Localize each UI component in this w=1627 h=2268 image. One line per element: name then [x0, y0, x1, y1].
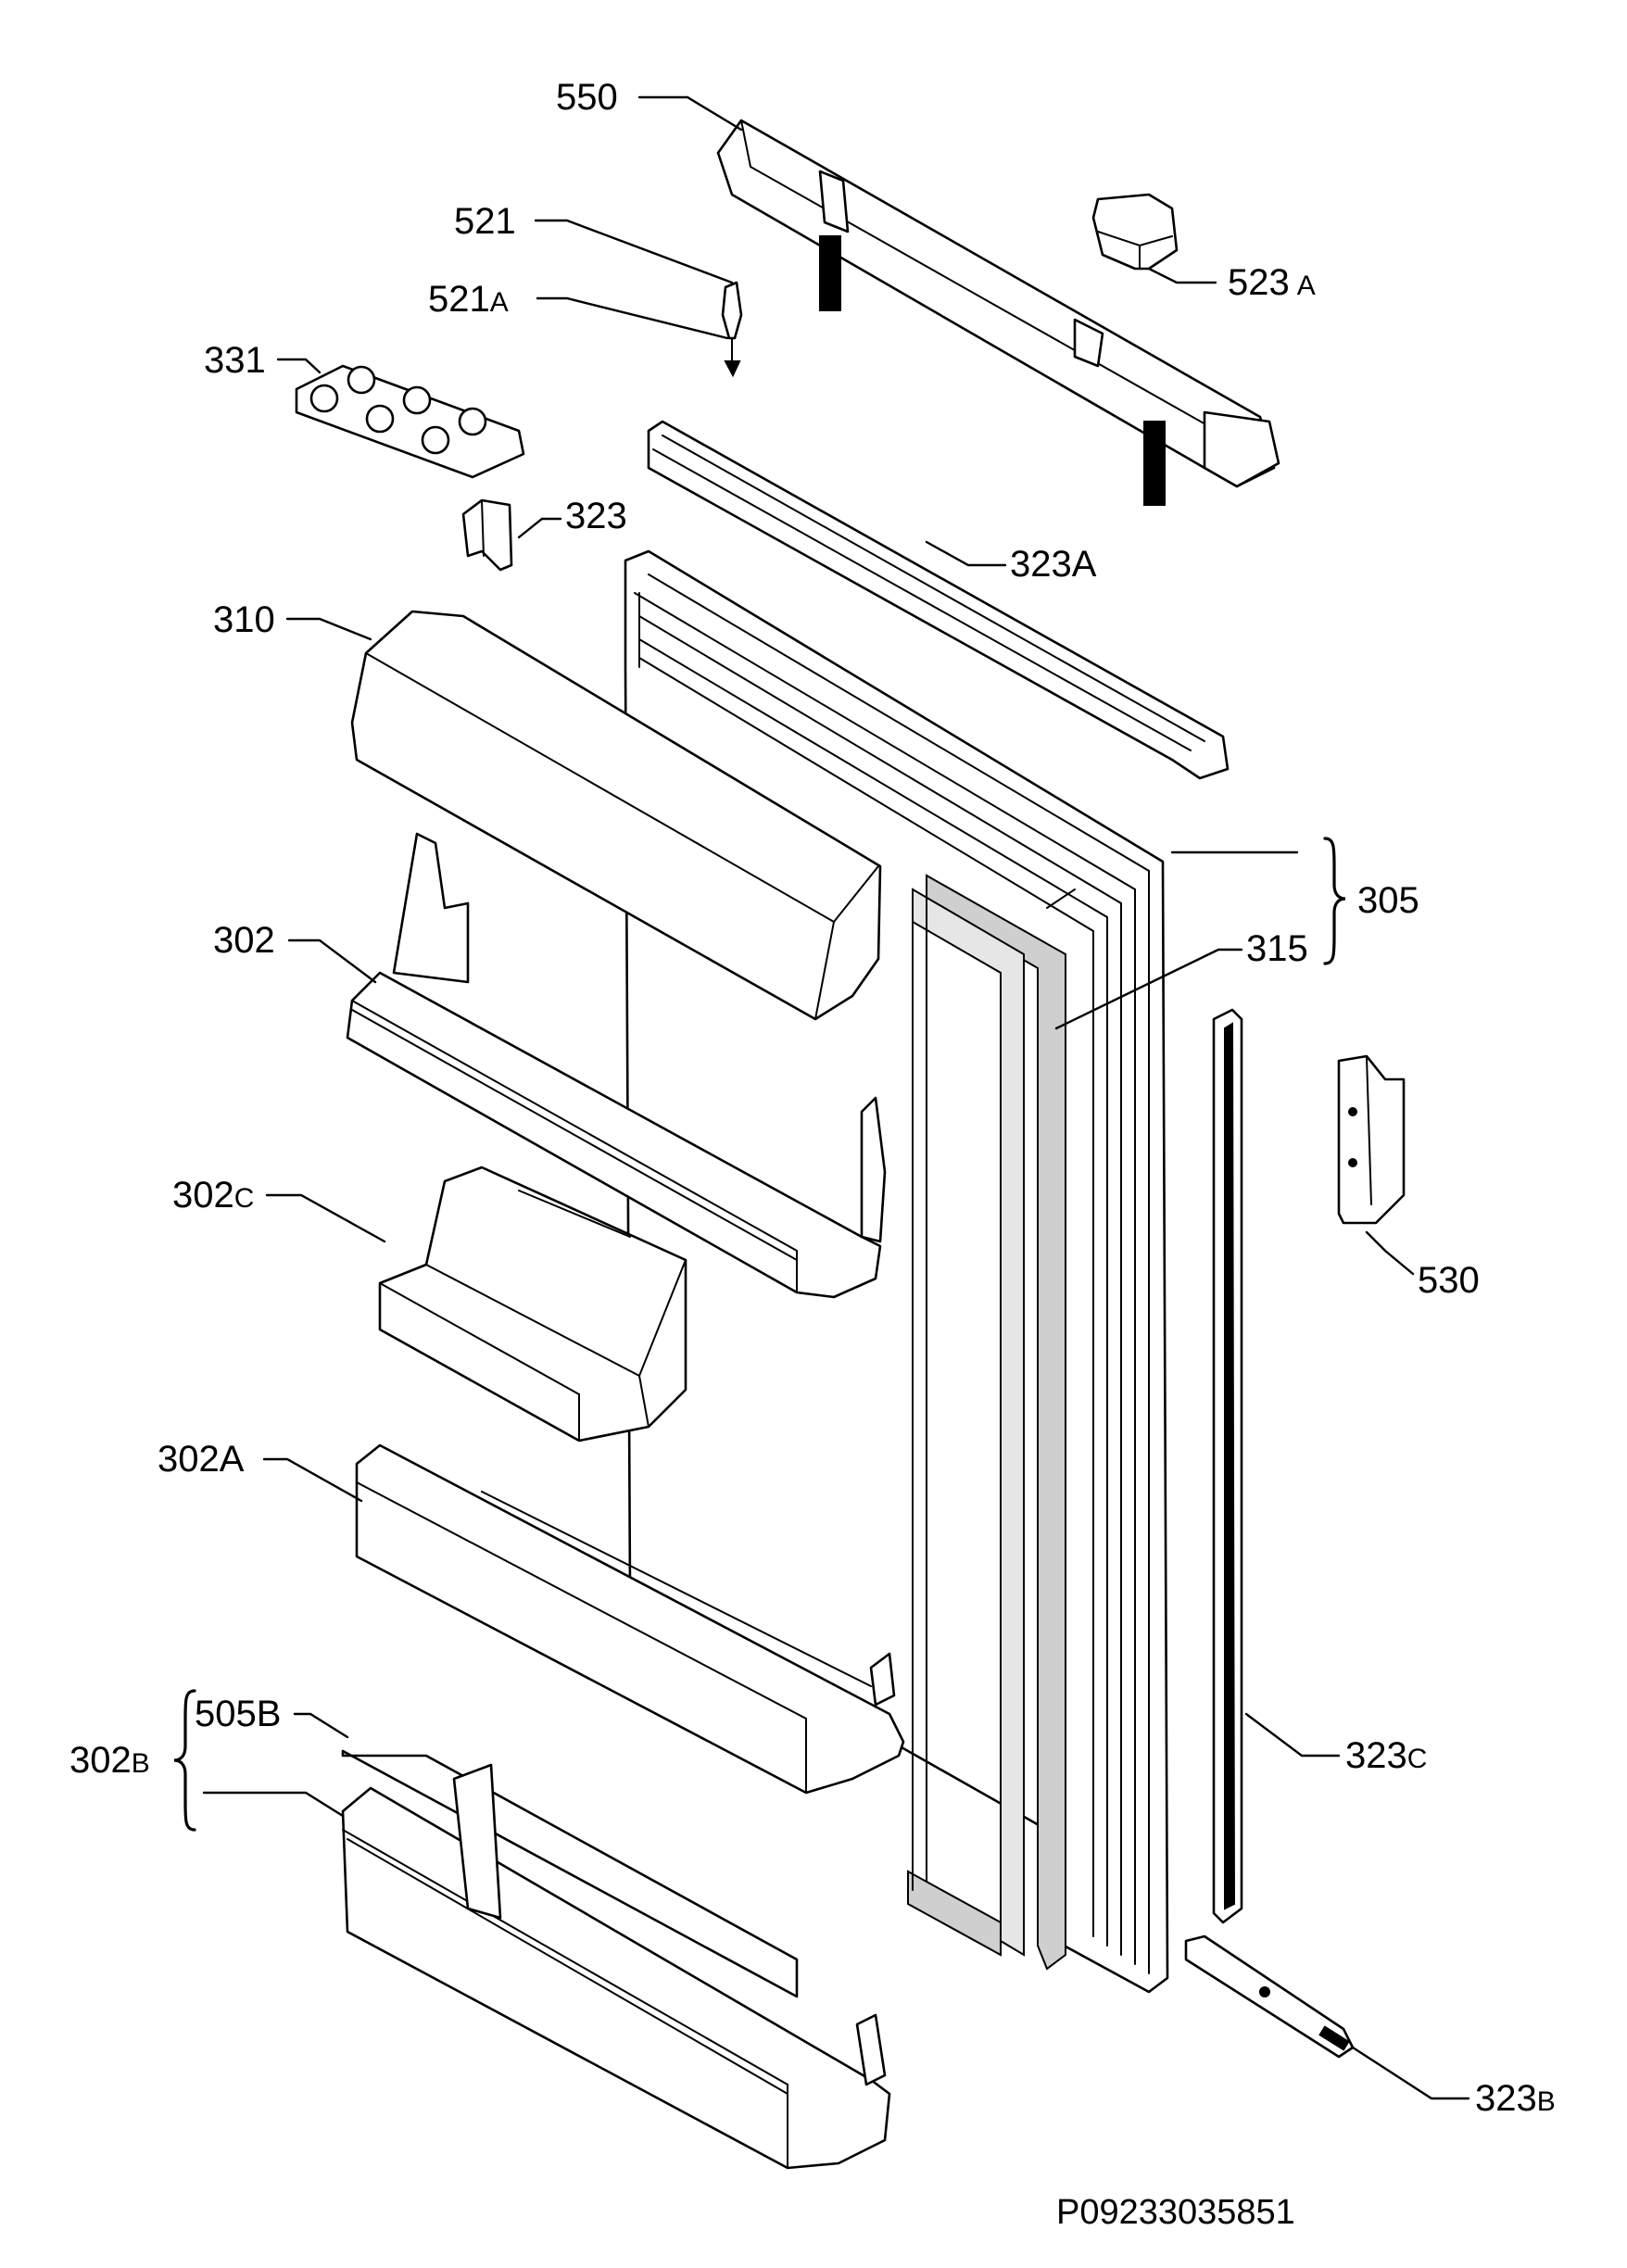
label-521a-number: 521: [428, 279, 490, 320]
part-302b-door-shelf: [341, 1786, 891, 2170]
label-302c: 302C: [172, 1175, 254, 1216]
part-315-door-gasket: [907, 874, 1076, 1971]
part-310-lid: [350, 610, 882, 1021]
part-323c-vertical-strip: [1212, 1008, 1243, 1924]
label-505b: 505B: [195, 1694, 281, 1734]
label-323b-number: 323: [1475, 2078, 1537, 2119]
label-302a-suffix: A: [220, 1439, 245, 1480]
label-323a-number: 323: [1010, 544, 1072, 585]
label-550: 550: [556, 77, 618, 118]
part-323b-bottom-rail: [1184, 1934, 1355, 2059]
label-323a-suffix: A: [1072, 544, 1097, 585]
label-310: 310: [213, 599, 275, 640]
label-530: 530: [1418, 1260, 1480, 1301]
label-302c-suffix: C: [234, 1183, 255, 1214]
part-521-pin: [721, 281, 743, 378]
label-523a-suffix: A: [1297, 271, 1316, 301]
part-323a-top-rail: [647, 420, 1230, 780]
label-323c-suffix: C: [1407, 1744, 1428, 1774]
label-302a-number: 302: [158, 1439, 220, 1480]
label-302: 302: [213, 920, 275, 961]
part-305-door-frame: [624, 549, 1169, 1994]
label-315: 315: [1246, 928, 1308, 969]
label-505b-number: 505: [195, 1694, 257, 1734]
label-505b-suffix: B: [257, 1694, 282, 1734]
label-323c: 323C: [1345, 1735, 1427, 1776]
drawing-code: P09233035851: [1056, 2193, 1295, 2232]
label-523a-number: 523: [1228, 262, 1290, 303]
part-302c-small-bin: [378, 1166, 687, 1443]
part-331-egg-tray: [295, 364, 525, 479]
part-323-bracket: [461, 498, 513, 572]
brace-302b: [173, 1689, 196, 1832]
label-302b-suffix: B: [132, 1748, 150, 1779]
label-302c-number: 302: [172, 1175, 234, 1216]
label-302a: 302A: [158, 1439, 245, 1480]
part-523a-clip: [1091, 193, 1179, 271]
brace-305: [1323, 837, 1346, 965]
label-323b-suffix: B: [1537, 2086, 1556, 2117]
label-323c-number: 323: [1345, 1735, 1407, 1776]
label-323b: 323B: [1475, 2078, 1556, 2119]
label-331: 331: [204, 340, 266, 381]
label-323a: 323A: [1010, 544, 1097, 585]
label-302b: 302B: [69, 1740, 150, 1781]
label-302b-number: 302: [69, 1740, 132, 1781]
leader-lines: [202, 95, 1470, 2100]
label-521a-suffix: A: [490, 287, 509, 318]
part-505b-shelf-rail: [341, 1749, 799, 1998]
part-530-hinge-bracket: [1337, 1054, 1406, 1225]
label-323: 323: [565, 496, 627, 536]
part-550-hinge-cover: [716, 119, 1280, 506]
part-302-door-shelf: [346, 832, 887, 1299]
label-521a: 521A: [428, 279, 509, 320]
label-305: 305: [1357, 880, 1419, 921]
label-521: 521: [454, 201, 516, 242]
part-302a-door-shelf: [355, 1443, 905, 1795]
